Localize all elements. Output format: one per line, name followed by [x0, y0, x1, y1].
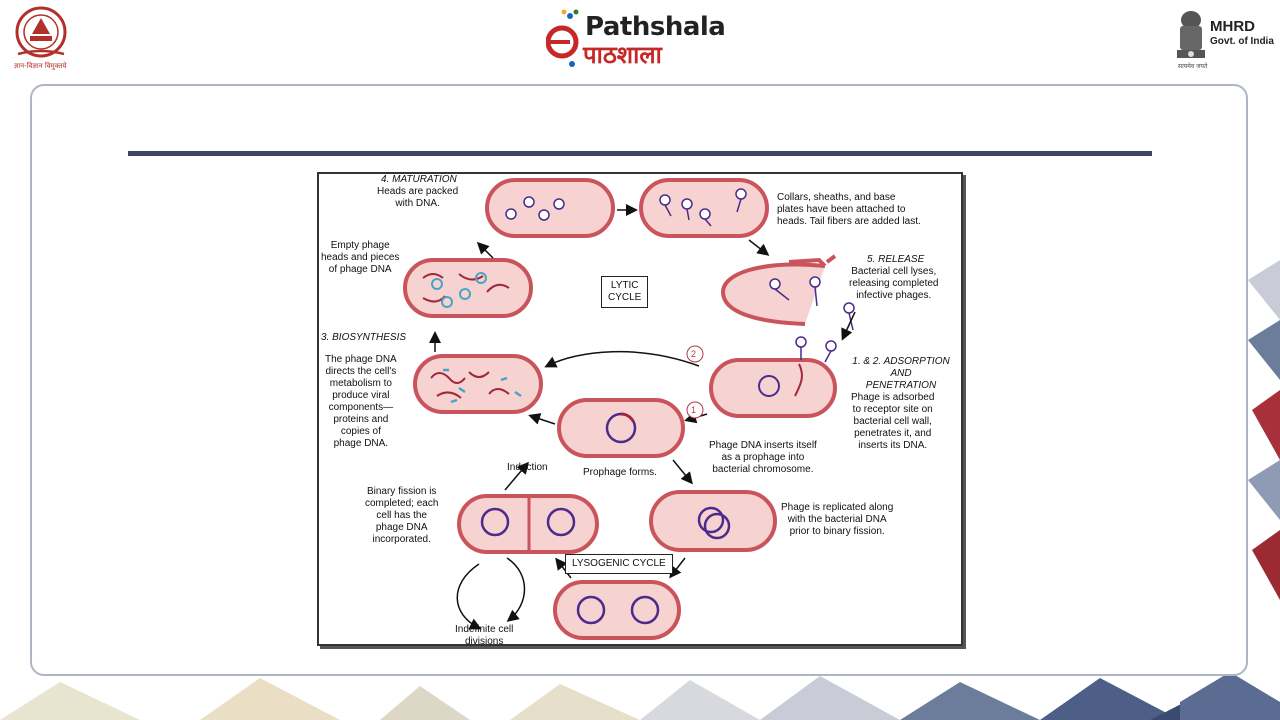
title-divider: [128, 151, 1152, 156]
cell-biosynthesis: [413, 354, 543, 414]
prophage-insert-text: Phage DNA inserts itself as a prophage i…: [709, 440, 817, 475]
empty-phage-text: Empty phage heads and pieces of phage DN…: [321, 240, 400, 275]
adsorption-title: 1. & 2. ADSORPTION AND PENETRATION: [852, 356, 950, 391]
mhrd-motto: सत्यमेव जयते: [1178, 63, 1208, 70]
adsorbed-phage-icon: [795, 336, 837, 363]
adsorption-text: Phage is adsorbed to receptor site on ba…: [851, 392, 935, 451]
binary-fission-text: Binary fission is completed; each cell h…: [365, 486, 439, 545]
cell-adsorption: [709, 336, 837, 418]
header-bar: ज्ञान-विज्ञान विमुक्तये Pathshala पाठशाल…: [0, 0, 1280, 80]
cell-prophage: [557, 398, 685, 458]
ugc-logo-icon: [15, 6, 67, 58]
phage-icon: [659, 188, 747, 227]
ugc-tagline: ज्ञान-विज्ञान विमुक्तये: [14, 62, 67, 70]
mhrd-title: MHRD: [1210, 18, 1255, 35]
cell-maturation: [485, 178, 615, 238]
cell-empty-heads: [403, 258, 533, 318]
induction-label: Induction: [507, 462, 548, 473]
cell-binary-fission: [457, 494, 599, 554]
step-one-marker: 1: [691, 405, 697, 415]
cell-replicated: [649, 490, 777, 552]
bottom-decoration: [0, 672, 1280, 720]
replicated-text: Phage is replicated along with the bacte…: [781, 502, 894, 537]
side-decoration: [1248, 260, 1280, 600]
prophage-forms-label: Prophage forms.: [583, 467, 657, 478]
indefinite-divisions-text: Indefinite cell divisions: [455, 624, 514, 646]
release-title: 5. RELEASE: [867, 254, 925, 265]
lytic-cycle-label: LYTIC CYCLE: [601, 276, 649, 308]
released-phage-icon: [769, 276, 855, 331]
step-two-marker: 2: [691, 349, 697, 359]
diagram-artwork: [403, 178, 856, 640]
national-emblem-icon: [1177, 11, 1205, 58]
collars-text: Collars, sheaths, and base plates have b…: [777, 192, 921, 227]
cell-assembly: [639, 178, 769, 238]
cell-release: [720, 254, 855, 331]
lytic-lysogenic-diagram: LYTIC CYCLE LYSOGENIC CYCLE 4. MATURATIO…: [317, 172, 963, 646]
biosynthesis-title: 3. BIOSYNTHESIS: [321, 332, 407, 343]
epathshala-hindi-title: पाठशाला: [583, 41, 662, 69]
maturation-text: Heads are packed with DNA.: [377, 186, 459, 209]
maturation-title: 4. MATURATION: [381, 174, 457, 185]
lysogenic-cycle-label: LYSOGENIC CYCLE: [565, 554, 673, 574]
release-text: Bacterial cell lyses, releasing complete…: [849, 266, 939, 301]
cell-dividing: [553, 580, 681, 640]
biosynthesis-text: The phage DNA directs the cell's metabol…: [325, 354, 397, 449]
epathshala-logo-icon: [546, 9, 579, 67]
mhrd-subtitle: Govt. of India: [1210, 36, 1274, 47]
phage-head-icon: [505, 196, 565, 221]
epathshala-title: Pathshala: [585, 12, 726, 42]
